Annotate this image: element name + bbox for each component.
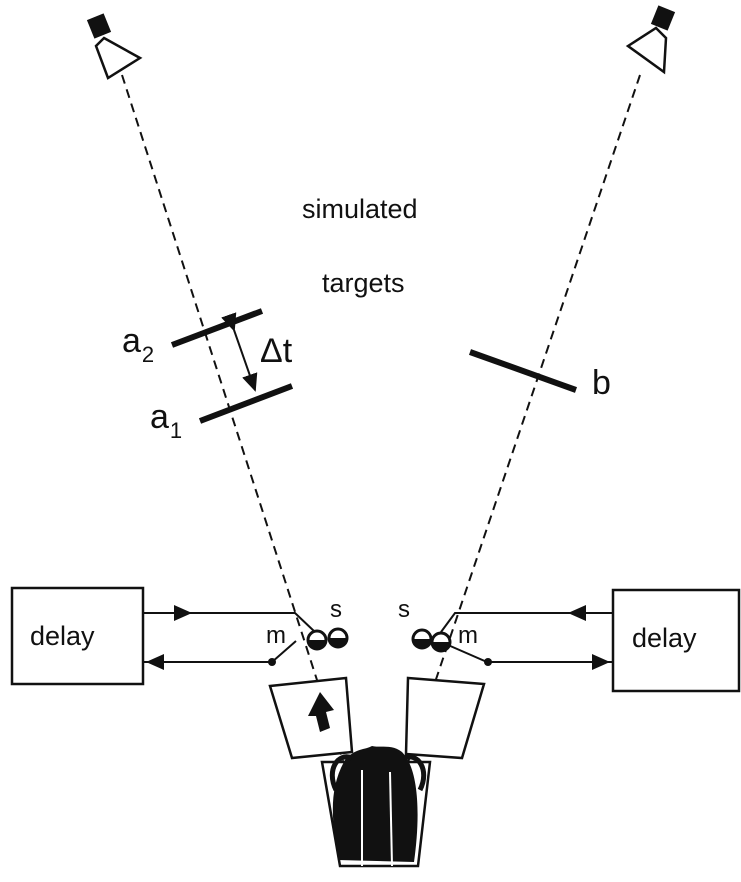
label-a2: a2 xyxy=(122,322,154,367)
bat-icon xyxy=(268,676,486,868)
target-a2-bar xyxy=(170,308,264,348)
delay-box-right xyxy=(611,588,741,693)
label-b: b xyxy=(592,364,611,402)
delta-t-arrow xyxy=(221,312,258,392)
target-a1-bar xyxy=(198,383,294,424)
delay-right-label: delay xyxy=(632,623,697,653)
left-transducer-pair xyxy=(306,627,349,651)
bat-right-ear xyxy=(404,676,486,760)
up-arrow-icon xyxy=(308,692,334,732)
label-m-right: m xyxy=(458,622,478,649)
left-loudspeaker-icon xyxy=(86,13,143,80)
bat-left-ear xyxy=(268,676,354,760)
right-wiring xyxy=(440,605,613,670)
left-wiring xyxy=(143,605,316,670)
right-transducer-pair xyxy=(411,628,452,653)
right-loudspeaker-icon xyxy=(625,5,676,75)
label-m-left: m xyxy=(266,622,286,649)
label-s-left: s xyxy=(330,596,342,623)
label-s-right: s xyxy=(398,596,410,623)
delay-left-label: delay xyxy=(30,621,95,651)
label-delta-t: Δt xyxy=(260,332,293,370)
target-b-bar xyxy=(468,349,578,393)
label-a1: a1 xyxy=(150,398,182,443)
label-simulated: simulated xyxy=(302,194,418,224)
left-sight-line xyxy=(121,74,376,861)
delay-box-left xyxy=(10,586,145,686)
label-targets: targets xyxy=(322,268,405,298)
